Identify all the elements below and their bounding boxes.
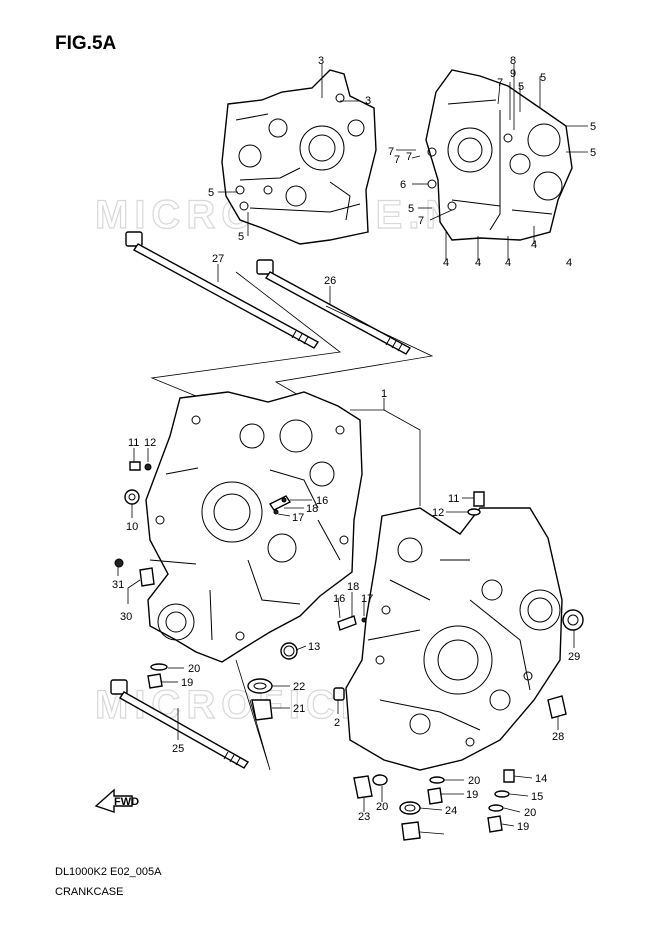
callout-label: 1	[381, 388, 387, 400]
callout-label: 5	[408, 203, 414, 215]
leader-lines	[117, 64, 588, 835]
figure-caption: CRANKCASE	[55, 886, 124, 898]
callout-label: 7	[497, 77, 503, 89]
callout-label: 7	[418, 215, 424, 227]
callout-label: 24	[445, 805, 457, 817]
callout-label: 3	[318, 55, 324, 67]
callout-label: 29	[568, 651, 580, 663]
callout-label: 9	[510, 68, 516, 80]
upper-crankcase-right-view	[425, 69, 573, 241]
callout-label: 4	[505, 257, 511, 269]
callout-label: 11	[448, 493, 459, 505]
crankcase-right-half	[345, 507, 563, 771]
model-code: DL1000K2 E02_005A	[55, 866, 162, 878]
callout-label: 5	[590, 147, 596, 159]
callout-label: 19	[517, 821, 529, 833]
assembly-line	[235, 659, 271, 771]
callout-label: 2	[334, 717, 340, 729]
callout-label: 18	[347, 581, 359, 593]
callout-label: 15	[531, 791, 543, 803]
assembly-line	[274, 305, 434, 397]
callout-label: 4	[443, 257, 449, 269]
callout-label: 13	[308, 641, 320, 653]
callout-label: 31	[112, 579, 124, 591]
callout-label: 5	[590, 121, 596, 133]
callout-label: 17	[292, 512, 304, 524]
callout-label: 8	[510, 55, 516, 67]
callout-label: 19	[466, 789, 478, 801]
callout-label: 7	[388, 146, 394, 158]
callout-label: 5	[518, 81, 524, 93]
callout-label: 16	[333, 593, 345, 605]
callout-label: 4	[531, 239, 537, 251]
figure-title: FIG.5A	[55, 33, 117, 54]
bolt-27	[125, 231, 320, 349]
assembly-line	[150, 271, 342, 397]
bolt-26	[256, 259, 412, 355]
callout-label: 20	[468, 775, 480, 787]
callout-label: 12	[144, 437, 156, 449]
callout-label: 20	[188, 663, 200, 675]
callout-label: 7	[406, 151, 412, 163]
callout-label: 25	[172, 743, 184, 755]
callout-label: 22	[293, 681, 305, 693]
callouts: 3 3 8 9 7 5 5 5 5 7 7 7 5 5 6 5 7 4 4 4 …	[112, 55, 596, 833]
forward-arrow-icon: FWD	[94, 788, 139, 813]
callout-label: 4	[475, 257, 481, 269]
callout-label: 5	[540, 72, 546, 84]
callout-label: 23	[358, 811, 370, 823]
small-parts	[114, 461, 584, 841]
callout-label: 10	[126, 521, 138, 533]
callout-label: 21	[293, 703, 305, 715]
callout-label: 20	[524, 807, 536, 819]
upper-crankcase-left-view	[221, 69, 377, 245]
callout-label: 14	[535, 773, 547, 785]
callout-label: 5	[208, 187, 214, 199]
callout-label: 18	[306, 503, 318, 515]
callout-label: 20	[376, 801, 388, 813]
callout-label: 28	[552, 731, 564, 743]
callout-label: 17	[361, 593, 373, 605]
crankcase-left-half	[145, 391, 363, 663]
callout-label: 30	[120, 611, 132, 623]
callout-label: 11	[128, 437, 139, 449]
callout-label: 19	[181, 677, 193, 689]
bolt-25	[110, 679, 250, 769]
callout-label: 16	[316, 495, 328, 507]
callout-label: 7	[394, 154, 400, 166]
callout-label: 26	[324, 275, 336, 287]
callout-label: 12	[432, 507, 444, 519]
callout-label: 27	[212, 253, 224, 265]
fwd-label: FWD	[114, 796, 139, 808]
callout-label: 6	[400, 179, 406, 191]
callout-label: 3	[365, 95, 371, 107]
callout-label: 5	[238, 231, 244, 243]
callout-label: 4	[566, 257, 572, 269]
